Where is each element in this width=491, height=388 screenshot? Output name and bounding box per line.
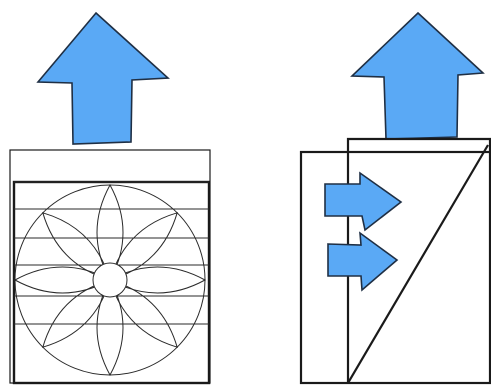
coil-diagonal: [347, 144, 489, 384]
louver-slats: [14, 181, 209, 325]
upward-airflow-arrow-right: [350, 11, 485, 140]
fan-blade: [42, 212, 111, 281]
fan-icon: [13, 183, 207, 377]
side-airflow-arrow-lower: [327, 231, 399, 292]
upward-airflow-arrow-left: [36, 11, 170, 145]
fan-blade: [109, 212, 178, 281]
fan-blade: [108, 266, 207, 294]
fan-unit: [9, 11, 211, 385]
coil-unit-front-panel: [299, 150, 491, 385]
side-airflow-arrow-upper: [324, 171, 403, 232]
fan-blade: [42, 279, 111, 348]
fan-blade: [96, 278, 124, 377]
fan-blade: [13, 266, 112, 294]
coil-unit-icon: [299, 11, 491, 385]
fan-blades: [13, 183, 207, 377]
fan-blade: [109, 279, 178, 348]
fan-blade: [96, 183, 124, 282]
